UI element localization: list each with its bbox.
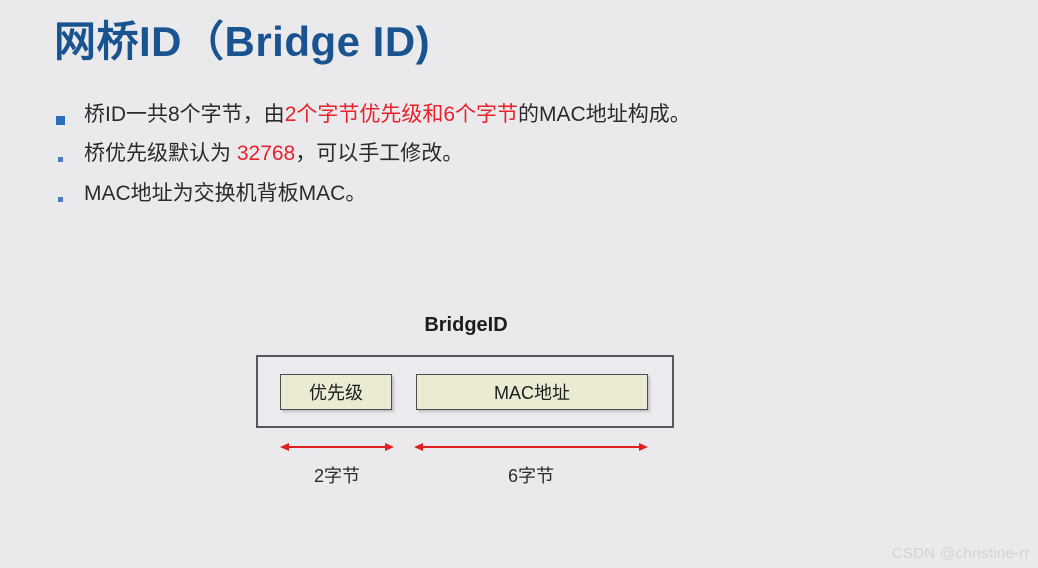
diagram-title: BridgeID: [424, 314, 508, 336]
page-title: 网桥ID（Bridge ID): [54, 18, 431, 65]
priority-size-label: 2字节: [313, 466, 360, 486]
watermark: CSDN @christine-rr: [891, 545, 1030, 562]
bullet-text-part: ，可以手工修改。: [295, 142, 464, 166]
bullet-text-part: 桥ID一共8个字节，由: [84, 103, 285, 126]
priority-size-arrow-icon: [280, 440, 394, 454]
priority-field-label: 优先级: [309, 383, 363, 403]
bullet-text: 桥优先级默认为 32768，可以手工修改。: [84, 139, 463, 169]
bullet-list: 桥ID一共8个字节，由2个字节优先级和6个字节的MAC地址构成。 桥优先级默认为…: [56, 100, 956, 218]
bullet-text: 桥ID一共8个字节，由2个字节优先级和6个字节的MAC地址构成。: [84, 100, 691, 130]
mac-address-field-label: MAC地址: [494, 383, 570, 403]
mac-address-field-box: MAC地址: [416, 374, 648, 410]
priority-field-box: 优先级: [280, 374, 392, 410]
bullet-text-part: 桥优先级默认为: [84, 142, 237, 166]
list-item: 桥ID一共8个字节，由2个字节优先级和6个字节的MAC地址构成。: [56, 100, 956, 130]
square-bullet-icon: [56, 179, 84, 209]
square-bullet-icon: [56, 139, 84, 169]
square-bullet-icon: [56, 100, 84, 130]
bullet-text-highlight: 32768: [236, 142, 296, 166]
mac-size-arrow-icon: [414, 440, 648, 454]
list-item: MAC地址为交换机背板MAC。: [56, 179, 956, 209]
bullet-text-part: MAC地址为交换机背板MAC。: [84, 181, 367, 205]
mac-size-label: 6字节: [507, 466, 554, 486]
bullet-text-part: 的MAC地址构成。: [518, 103, 691, 126]
list-item: 桥优先级默认为 32768，可以手工修改。: [56, 139, 956, 169]
bullet-text-highlight: 2个字节优先级和6个字节: [284, 103, 519, 126]
bullet-text: MAC地址为交换机背板MAC。: [84, 179, 366, 209]
